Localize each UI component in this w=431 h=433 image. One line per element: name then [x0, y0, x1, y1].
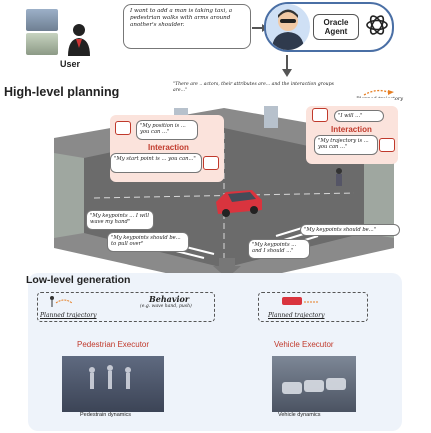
vehicle-keypoint-icon: [280, 294, 320, 313]
trajectory-legend-icon: [362, 84, 396, 102]
behavior-label: Behavior: [149, 294, 190, 304]
bubble-right-avatar-icon: [312, 108, 328, 122]
bubble-right-1: "I will ...": [334, 110, 384, 122]
right-planned-trajectory: Planned trajectory: [268, 312, 325, 319]
vehicle-box: [258, 292, 368, 322]
user-speech-bubble: I want to add a man is taking taxi, a pe…: [123, 4, 251, 49]
interaction-label-right: Interaction: [331, 125, 372, 134]
keypoints-bubble-3: "My keypoints ... and I should ...": [248, 239, 310, 259]
quote-top: "There are .. actors, their attributes a…: [173, 82, 334, 93]
gpt-logo-icon: [364, 12, 390, 43]
vehicle-dynamics-label: Vehicle dynamics: [278, 412, 321, 418]
behavior-box: [37, 292, 215, 322]
pedestrian-icon-2: [334, 168, 344, 195]
bubble-left-avatar-icon-2: [203, 156, 219, 170]
low-level-title: Low-level generation: [26, 274, 131, 286]
bubble-left-avatar-icon: [115, 121, 131, 135]
arrow-down-icon: [281, 55, 293, 82]
interaction-label-left: Interaction: [148, 143, 189, 152]
vehicle-executor-label: Vehicle Executor: [274, 340, 334, 349]
pedestrian-keypoint-icon: [48, 295, 74, 314]
keypoints-bubble-2: "My keypoints should be... to pull over": [107, 232, 189, 252]
bubble-right-avatar-icon-2: [379, 138, 395, 152]
user-label: User: [60, 59, 81, 69]
user-photo-2: [26, 33, 58, 55]
bubble-left-2: "My start point is ... you can...": [110, 153, 202, 173]
bubble-left-1: "My position is ... you can ...": [136, 120, 198, 140]
high-level-title: High-level planning: [4, 85, 120, 99]
bubble-right-2: "My trajectory is ... you can ...": [314, 135, 378, 155]
pedestrian-executor-label: Pedestrian Executor: [77, 340, 150, 349]
pedestrian-dynamics-image: [62, 356, 164, 412]
agent-title-box: Oracle Agent: [313, 14, 359, 40]
user-speech-text: I want to add a man is taking taxi, a pe…: [130, 8, 233, 28]
car-icon: [212, 184, 266, 225]
user-photo: [26, 9, 58, 31]
pedestrian-dynamics-label: Pedestrain dynamics: [80, 412, 132, 418]
left-planned-trajectory: Planned trajectory: [40, 312, 97, 319]
keypoints-bubble-1: "My keypoints ... I will wave my hand": [86, 210, 154, 230]
arrow-down-icon-2: [213, 258, 241, 283]
behavior-sublabel: (e.g. wave hand, push): [140, 304, 192, 309]
person-icon: [64, 22, 94, 56]
agent-avatar-icon: [266, 4, 310, 50]
vehicle-dynamics-image: [272, 356, 356, 412]
keypoints-bubble-4: "My keypoints should be...": [300, 224, 400, 236]
agent-title: Oracle Agent: [323, 18, 349, 36]
